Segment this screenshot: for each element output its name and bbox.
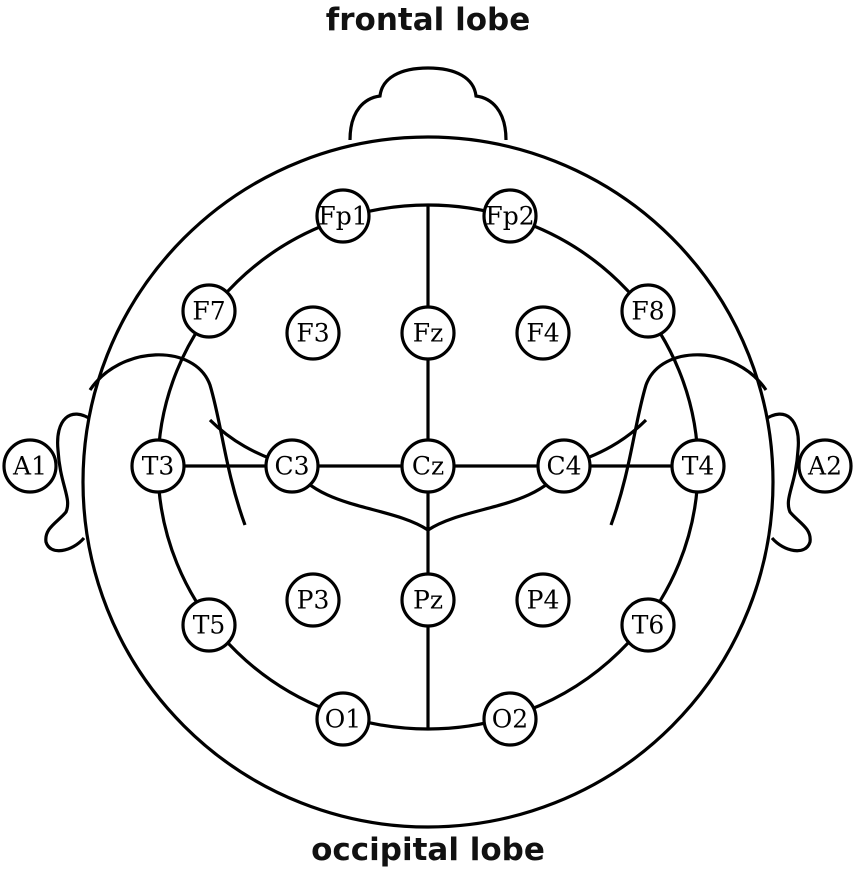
electrode-f7-label: F7 xyxy=(192,297,225,326)
electrode-t4: T4 xyxy=(670,438,726,494)
frontal-lobe-label: frontal lobe xyxy=(325,2,531,38)
occipital-lobe-label: occipital lobe xyxy=(311,832,545,868)
electrode-fp1-label: Fp1 xyxy=(318,202,367,231)
electrode-t3: T3 xyxy=(130,438,186,494)
electrode-a1-circle xyxy=(2,438,58,494)
electrode-p3-circle xyxy=(285,572,341,628)
electrode-fz-circle xyxy=(400,305,456,361)
electrode-fp1: Fp1 xyxy=(315,188,371,244)
electrode-o1-label: O1 xyxy=(325,705,361,734)
electrode-c4: C4 xyxy=(536,438,592,494)
electrode-t6-circle xyxy=(620,597,676,653)
left-sulcus-curve xyxy=(88,353,247,526)
electrode-f3-label: F3 xyxy=(296,319,329,348)
electrode-a2: A2 xyxy=(797,438,853,494)
electrode-p3: P3 xyxy=(285,572,341,628)
electrode-o1-circle xyxy=(315,691,371,747)
right-ear-outline xyxy=(763,412,812,553)
electrode-fp2-circle xyxy=(482,188,538,244)
electrode-c4-circle xyxy=(536,438,592,494)
electrode-f4: F4 xyxy=(515,305,571,361)
electrode-c3: C3 xyxy=(264,438,320,494)
electrode-t4-label: T4 xyxy=(682,452,715,481)
electrode-pz-circle xyxy=(400,572,456,628)
electrode-o1: O1 xyxy=(315,691,371,747)
electrode-fp2-label: Fp2 xyxy=(485,202,534,231)
electrode-a2-circle xyxy=(797,438,853,494)
left-ear-outline xyxy=(44,412,93,553)
electrode-fz: Fz xyxy=(400,305,456,361)
electrode-t3-circle xyxy=(130,438,186,494)
electrode-cz-circle xyxy=(400,438,456,494)
electrode-a1: A1 xyxy=(2,438,58,494)
electrode-fp2: Fp2 xyxy=(482,188,538,244)
electrode-o2: O2 xyxy=(482,691,538,747)
electrode-pz: Pz xyxy=(400,572,456,628)
electrode-t6-label: T6 xyxy=(632,611,665,640)
electrode-t6: T6 xyxy=(620,597,676,653)
right-sulcus-curve xyxy=(609,353,768,526)
electrode-c3-circle xyxy=(264,438,320,494)
electrode-cz: Cz xyxy=(400,438,456,494)
electrode-f3-circle xyxy=(285,305,341,361)
electrode-f7-circle xyxy=(181,283,237,339)
electrode-f7: F7 xyxy=(181,283,237,339)
electrode-f3: F3 xyxy=(285,305,341,361)
electrode-fz-label: Fz xyxy=(413,319,444,348)
electrode-p4: P4 xyxy=(515,572,571,628)
electrode-cz-label: Cz xyxy=(412,452,444,481)
electrode-t3-label: T3 xyxy=(142,452,175,481)
electrode-f4-circle xyxy=(515,305,571,361)
electrode-p3-label: P3 xyxy=(297,586,330,615)
electrode-t5: T5 xyxy=(181,597,237,653)
electrode-t4-circle xyxy=(670,438,726,494)
electrode-pz-label: Pz xyxy=(413,586,443,615)
electrode-c4-label: C4 xyxy=(546,452,581,481)
electrode-f8-label: F8 xyxy=(631,297,664,326)
electrode-o2-label: O2 xyxy=(492,705,528,734)
electrode-t5-label: T5 xyxy=(193,611,226,640)
electrode-f8: F8 xyxy=(620,283,676,339)
electrode-t5-circle xyxy=(181,597,237,653)
nose-outline xyxy=(348,66,508,141)
electrode-o2-circle xyxy=(482,691,538,747)
electrode-p4-circle xyxy=(515,572,571,628)
electrode-p4-label: P4 xyxy=(527,586,560,615)
electrode-c3-label: C3 xyxy=(274,452,309,481)
electrode-f8-circle xyxy=(620,283,676,339)
electrode-a2-label: A2 xyxy=(807,452,842,481)
electrode-fp1-circle xyxy=(315,188,371,244)
electrode-f4-label: F4 xyxy=(526,319,559,348)
electrode-a1-label: A1 xyxy=(12,452,47,481)
